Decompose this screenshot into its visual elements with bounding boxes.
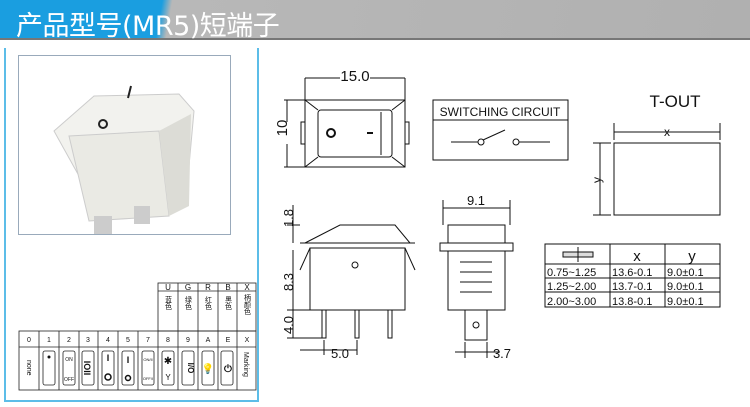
top-view bbox=[284, 77, 410, 168]
svg-text:OFF/I: OFF/I bbox=[143, 376, 153, 381]
dim-pitch: 5.0 bbox=[331, 346, 349, 361]
rocker-switch-photo bbox=[53, 85, 195, 234]
svg-text:0: 0 bbox=[27, 337, 31, 344]
circuit-title: SWITCHING CIRCUIT bbox=[440, 105, 561, 119]
svg-text:柄颜色: 柄颜色 bbox=[244, 293, 252, 315]
svg-text:黑色: 黑色 bbox=[225, 296, 233, 310]
svg-text:⏻: ⏻ bbox=[224, 363, 232, 375]
cell: 2.00~3.00 bbox=[547, 296, 596, 308]
cutout-rows: 0.75~1.25 13.6-0.1 9.0±0.1 1.25~2.00 13.7-0… bbox=[547, 267, 704, 308]
svg-text:X: X bbox=[245, 337, 250, 344]
svg-text:蓝色: 蓝色 bbox=[165, 295, 173, 310]
svg-text:B: B bbox=[225, 283, 230, 292]
color-names: 蓝色绿色红色黑色 柄颜色 bbox=[165, 293, 252, 315]
svg-text:R: R bbox=[205, 283, 211, 292]
svg-text:4: 4 bbox=[106, 337, 110, 344]
tout-title: T-OUT bbox=[650, 92, 701, 111]
svg-text:5: 5 bbox=[126, 337, 130, 344]
header-bar: 产品型号(MR5)短端子 bbox=[0, 0, 750, 42]
svg-text:1: 1 bbox=[47, 337, 51, 344]
svg-text:OFF: OFF bbox=[64, 377, 74, 383]
side-view bbox=[439, 200, 514, 358]
cell: 13.7-0.1 bbox=[612, 281, 652, 293]
svg-text:9: 9 bbox=[186, 337, 190, 344]
cell: 9.0±0.1 bbox=[667, 267, 704, 279]
col-y: y bbox=[688, 248, 696, 265]
svg-text:红色: 红色 bbox=[205, 295, 213, 310]
cell: 1.25~2.00 bbox=[547, 281, 596, 293]
tout-y-label: y bbox=[590, 177, 604, 183]
svg-text:U: U bbox=[165, 283, 171, 292]
dim-height: 10 bbox=[274, 120, 291, 137]
switching-circuit bbox=[432, 99, 569, 161]
svg-text:Y: Y bbox=[165, 373, 171, 382]
svg-text:8: 8 bbox=[166, 337, 170, 344]
cell: 9.0±0.1 bbox=[667, 281, 704, 293]
svg-text:💡: 💡 bbox=[202, 362, 214, 375]
marking-codes: 0 1 2 3 4 5 7 8 9 A E X bbox=[27, 337, 250, 344]
tout-x-label: x bbox=[664, 125, 670, 139]
left-frame bbox=[4, 48, 259, 402]
page-title: 产品型号(MR5)短端子 bbox=[16, 11, 280, 42]
label-none: none bbox=[25, 360, 32, 376]
dim-body: 8.3 bbox=[281, 273, 296, 291]
svg-text:IOII: IOII bbox=[82, 361, 92, 376]
svg-text:3: 3 bbox=[86, 337, 90, 344]
svg-text:X: X bbox=[244, 283, 250, 292]
col-x: x bbox=[633, 248, 641, 265]
svg-text:ON: ON bbox=[65, 357, 73, 363]
cell: 0.75~1.25 bbox=[547, 267, 596, 279]
cutout-table-grid bbox=[544, 243, 721, 308]
product-photo bbox=[18, 55, 231, 235]
color-table-grid bbox=[18, 282, 257, 391]
tout-cutout bbox=[593, 123, 721, 216]
svg-text:E: E bbox=[226, 337, 231, 344]
svg-text:ON/II: ON/II bbox=[143, 357, 152, 362]
svg-text:I/O: I/O bbox=[186, 363, 195, 374]
svg-text:2: 2 bbox=[67, 337, 71, 344]
svg-text:I: I bbox=[107, 353, 110, 363]
svg-text:✱: ✱ bbox=[164, 356, 172, 367]
svg-text:7: 7 bbox=[146, 337, 150, 344]
svg-text:G: G bbox=[185, 283, 191, 292]
cell: 13.6-0.1 bbox=[612, 267, 652, 279]
svg-text:A: A bbox=[206, 337, 211, 344]
dim-side-width: 9.1 bbox=[467, 193, 485, 208]
dim-terminal: 4.0 bbox=[281, 316, 296, 334]
label-marking: Marking bbox=[242, 352, 249, 377]
dim-terminal-width: 3.7 bbox=[493, 346, 511, 361]
cell: 13.8-0.1 bbox=[612, 296, 652, 308]
svg-text:绿色: 绿色 bbox=[185, 295, 193, 310]
dim-width: 15.0 bbox=[340, 68, 369, 85]
cell: 9.0±0.1 bbox=[667, 296, 704, 308]
dim-rocker: 1.8 bbox=[281, 209, 296, 227]
svg-text:I: I bbox=[127, 355, 130, 365]
front-view bbox=[287, 205, 416, 355]
